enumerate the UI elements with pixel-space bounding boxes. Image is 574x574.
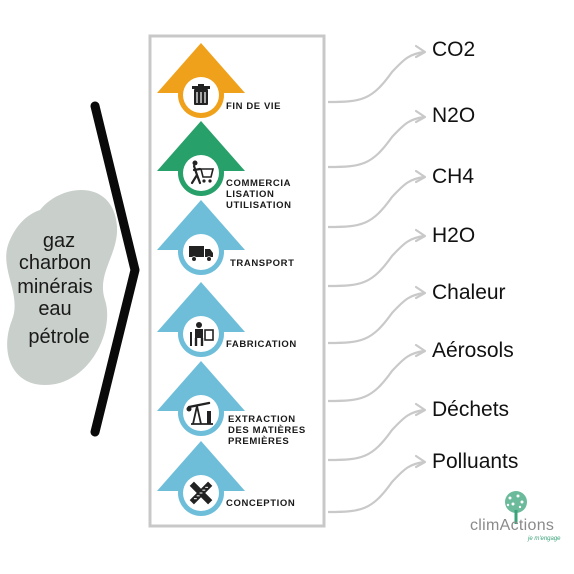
- truck-icon: [189, 246, 213, 262]
- output-h2o: H2O: [432, 224, 476, 247]
- output-ch4: CH4: [432, 165, 475, 188]
- input-gaz: gaz: [42, 230, 76, 252]
- pencil-ruler-icon: [189, 481, 213, 505]
- connector-arrowhead: [414, 402, 427, 417]
- oil-pump-icon: [186, 401, 213, 425]
- stage-4: [157, 361, 245, 436]
- connector-line: [327, 50, 425, 104]
- tree-logo-icon: [505, 491, 527, 524]
- input-mineraux: minérais: [17, 276, 93, 298]
- stages-frame: [148, 34, 326, 528]
- stage-triangle: [157, 361, 245, 411]
- stage-label-extraction: EXTRACTION DES MATIÈRES PREMIÈRES: [228, 414, 306, 447]
- connector-arrowhead: [414, 454, 427, 469]
- stage-disc: [183, 395, 219, 431]
- connector-arrowhead: [414, 285, 427, 300]
- logo-tagline: je m'engage: [528, 536, 561, 542]
- connector-line: [327, 291, 425, 345]
- trash-can-icon: [192, 84, 210, 105]
- stage-0: [157, 43, 245, 118]
- stage-label-transport: TRANSPORT: [230, 258, 295, 269]
- chevron-arrow: [90, 101, 140, 437]
- connector-arrowhead: [414, 169, 427, 184]
- connector-line: [327, 349, 425, 403]
- connector-arrowhead: [414, 228, 427, 243]
- stage-5: [157, 441, 245, 516]
- connector-arrowhead: [414, 343, 427, 358]
- connector-line: [327, 460, 425, 514]
- stage-1: [157, 121, 245, 196]
- stage-2: [157, 200, 245, 275]
- stage-label-commercialisation: COMMERCIA LISATION UTILISATION: [226, 178, 292, 211]
- input-charbon: charbon: [18, 252, 92, 274]
- factory-worker-icon: [190, 322, 214, 346]
- input-eau: eau: [38, 298, 72, 320]
- output-co2: CO2: [432, 38, 476, 61]
- connector-line: [327, 115, 425, 169]
- stage-triangle: [157, 43, 245, 93]
- stage-triangle: [157, 441, 245, 491]
- stage-label-fin-de-vie: FIN DE VIE: [226, 101, 282, 112]
- stage-label-fabrication: FABRICATION: [226, 339, 297, 350]
- stage-disc: [183, 155, 219, 191]
- stage-triangle: [157, 200, 245, 250]
- output-aerosols: Aérosols: [432, 339, 514, 362]
- connector-arrowhead: [414, 109, 427, 124]
- shopping-cart-icon: [190, 160, 215, 185]
- stage-label-conception: CONCEPTION: [226, 498, 296, 509]
- stage-triangle: [157, 282, 245, 332]
- stage-triangle: [157, 121, 245, 171]
- connector-line: [327, 175, 425, 229]
- connector-line: [327, 234, 425, 288]
- connector-arrowhead: [414, 44, 427, 59]
- output-n2o: N2O: [432, 104, 476, 127]
- output-dechets: Déchets: [432, 398, 510, 421]
- output-chaleur: Chaleur: [432, 281, 506, 304]
- input-petrole: pétrole: [28, 326, 90, 348]
- stage-3: [157, 282, 245, 357]
- connector-line: [327, 408, 425, 462]
- output-polluants: Polluants: [432, 450, 519, 473]
- logo-name: climActions: [470, 517, 555, 534]
- input-blob: [6, 190, 118, 385]
